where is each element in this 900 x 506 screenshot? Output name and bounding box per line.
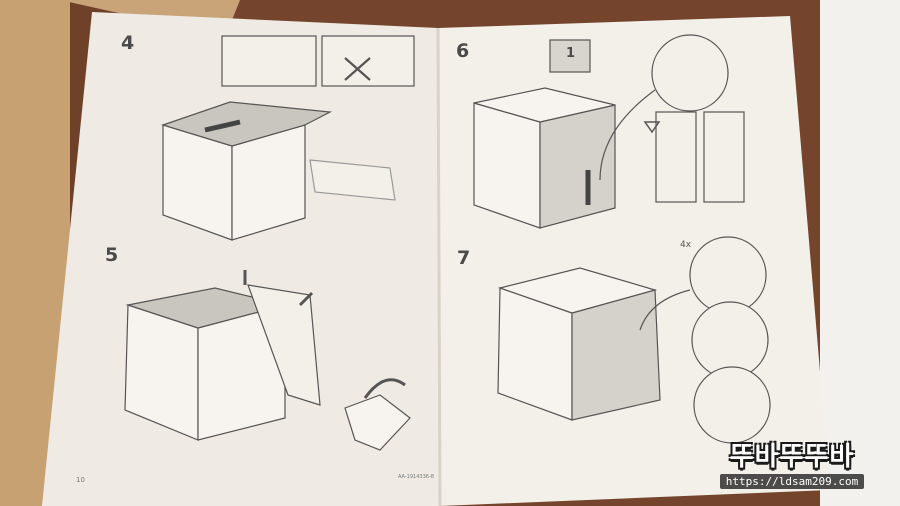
step6-cube-top <box>473 87 616 123</box>
step4-arrow <box>204 119 241 133</box>
white-wall <box>820 0 900 506</box>
step6-detail-2 <box>703 111 745 203</box>
step-number-6: 6 <box>456 40 470 62</box>
step7-cube-top <box>497 267 658 314</box>
step7-detail-3 <box>693 366 771 444</box>
page-number: 10 <box>76 476 85 484</box>
step7-count-label: 4x <box>680 240 692 250</box>
step4-inset-1 <box>221 35 317 87</box>
step6-part-tag-box <box>549 39 591 73</box>
step-number-5: 5 <box>105 244 119 266</box>
right-page <box>438 16 830 506</box>
watermark-logo: 뚜바뚜뚜바 <box>729 442 855 472</box>
step4-panel-side <box>309 159 396 201</box>
step-number-7: 7 <box>457 247 471 269</box>
warning-triangle <box>643 121 661 134</box>
part-tag-label: 1 <box>566 46 576 61</box>
step7-callout <box>639 289 691 331</box>
step-number-4: 4 <box>121 32 135 54</box>
step5-arrow-2 <box>298 291 314 307</box>
step5-small-cube <box>344 394 411 451</box>
step5-side-panel <box>247 284 321 406</box>
step6-callout <box>599 89 656 181</box>
watermark-url: https://ldsam209.com <box>719 474 865 489</box>
step6-cube-side <box>539 104 616 229</box>
watermark: 뚜바뚜뚜바 https://ldsam209.com <box>706 442 878 490</box>
step4-inset-cross-b <box>344 57 371 81</box>
step6-detail-1 <box>655 111 697 203</box>
step4-top-panel <box>161 101 333 147</box>
step5-rotate-arrow <box>363 378 406 399</box>
footer-code: AA-1914336-8 <box>398 474 434 480</box>
line-art <box>124 34 771 451</box>
step6-zoom-circle <box>651 34 729 112</box>
page-spine <box>436 27 442 506</box>
